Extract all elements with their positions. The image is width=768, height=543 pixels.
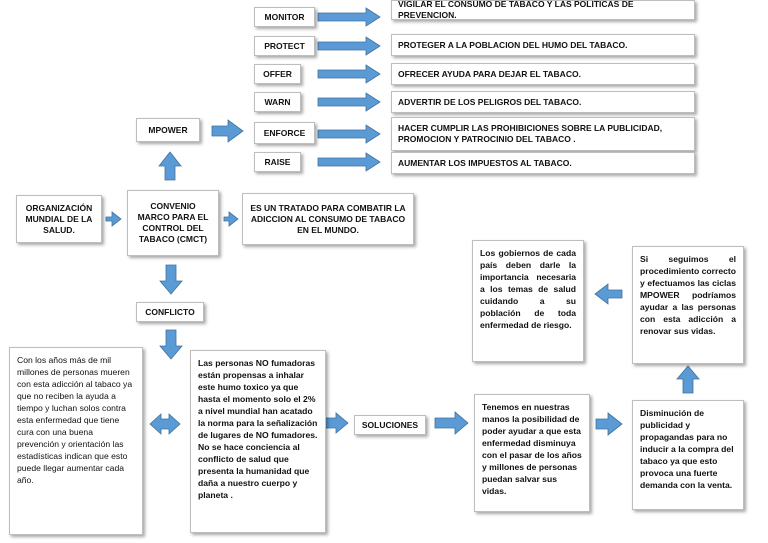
mpower-key-raise: RAISE xyxy=(254,152,301,172)
disminucion-box: Disminución de publicidad y propagandas … xyxy=(632,400,744,510)
mpower-key-offer: OFFER xyxy=(254,64,301,84)
arrow-warn xyxy=(317,92,381,112)
soluciones-text-box: Tenemos en nuestras manos la posibilidad… xyxy=(474,394,590,512)
arrow-mpower xyxy=(211,119,244,143)
arrow-up-si xyxy=(676,365,700,394)
arrow-raise xyxy=(317,152,381,172)
mpower-key-warn: WARN xyxy=(254,92,301,112)
mpower-desc-raise: AUMENTAR LOS IMPUESTOS AL TABACO. xyxy=(391,152,695,174)
center-paragraph-box: Las personas NO fumadoras están propensa… xyxy=(190,350,326,533)
mpower-desc-offer: OFRECER AYUDA PARA DEJAR EL TABACO. xyxy=(391,63,695,85)
mpower-desc-monitor: VIGILAR EL CONSUMO DE TABACO Y LAS POLIT… xyxy=(391,0,695,20)
mpower-box: MPOWER xyxy=(136,118,200,142)
arrow-protect xyxy=(317,36,381,56)
arrow-tratado xyxy=(223,211,239,227)
tratado-box: ES UN TRATADO PARA COMBATIR LA ADICCION … xyxy=(242,193,414,245)
arrow-down-conflicto xyxy=(159,264,183,295)
si-seguimos-box: Si seguimos el procedimiento correcto y … xyxy=(632,246,744,364)
arrow-offer xyxy=(317,64,381,84)
mpower-desc-enforce: HACER CUMPLIR LAS PROHIBICIONES SOBRE LA… xyxy=(391,117,695,151)
mpower-key-protect: PROTECT xyxy=(254,36,315,56)
arrow-oms xyxy=(105,211,122,227)
arrow-disminucion xyxy=(595,412,623,436)
arrow-down-center xyxy=(159,329,183,360)
mpower-desc-protect: PROTEGER A LA POBLACION DEL HUMO DEL TAB… xyxy=(391,34,695,56)
gobiernos-box: Los gobiernos de cada país deben darle l… xyxy=(472,240,584,362)
mpower-key-enforce: ENFORCE xyxy=(254,122,315,144)
soluciones-box: SOLUCIONES xyxy=(354,415,426,435)
arrow-left-gobiernos xyxy=(594,283,623,305)
arrow-up-mpower xyxy=(158,151,182,181)
conflicto-box: CONFLICTO xyxy=(136,302,204,322)
left-paragraph-box: Con los años más de mil millones de pers… xyxy=(9,347,143,535)
arrow-sol-text xyxy=(434,411,469,435)
arrow-monitor xyxy=(317,7,381,27)
mpower-key-monitor: MONITOR xyxy=(254,7,315,27)
convenio-box: CONVENIO MARCO PARA EL CONTROL DEL TABAC… xyxy=(127,190,219,256)
mpower-desc-warn: ADVERTIR DE LOS PELIGROS DEL TABACO. xyxy=(391,91,695,113)
arrow-double-left xyxy=(149,413,181,435)
oms-box: ORGANIZACIÓN MUNDIAL DE LA SALUD. xyxy=(16,195,102,243)
arrow-enforce xyxy=(317,124,381,144)
